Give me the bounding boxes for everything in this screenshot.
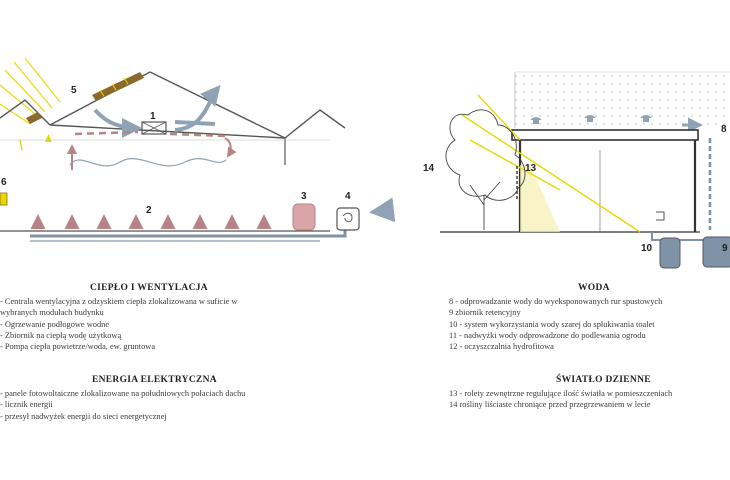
label-3: 3 xyxy=(301,191,307,202)
energy-item-1: - panele fotowoltaiczne zlokalizowane na… xyxy=(0,389,246,398)
walls xyxy=(0,138,330,232)
roof xyxy=(0,71,346,139)
light-item-13: 13 - rolety zewnętrzne regulujące ilość … xyxy=(449,389,673,398)
label-14: 14 xyxy=(423,163,435,174)
label-10: 10 xyxy=(641,243,653,254)
water-item-11: 11 - nadwyżki wody odprowadzone do podle… xyxy=(449,330,646,340)
rainwater-arrows xyxy=(530,115,652,124)
warm-air-left xyxy=(69,157,227,167)
label-5: 5 xyxy=(71,85,77,96)
heat-section-title: CIEPŁO I WENTYLACJA xyxy=(90,283,208,293)
label-13: 13 xyxy=(525,163,537,174)
facade-grid xyxy=(515,72,730,128)
label-9: 9 xyxy=(722,243,728,254)
heat-item-2: - Ogrzewanie podłogowe wodne xyxy=(0,319,110,329)
water-item-12: 12 - oczyszczalnia hydrofitowa xyxy=(449,342,554,352)
heat-item-3: - Zbiornik na ciepłą wodę użytkową xyxy=(0,330,122,340)
hot-water-tank xyxy=(292,203,316,231)
greywater-tank xyxy=(659,237,681,269)
pv-panels xyxy=(26,72,144,124)
sun-rays xyxy=(0,57,61,125)
retention-tank xyxy=(702,236,730,268)
heat-item-1: - Centrala wentylacyjna z odzyskiem ciep… xyxy=(0,297,238,306)
deciduous-tree xyxy=(445,109,526,230)
heat-item-4: - Pompa ciepła powietrze/woda, ew. grunt… xyxy=(0,342,156,352)
label-1: 1 xyxy=(150,111,156,122)
warm-air-right-down xyxy=(224,137,237,158)
water-item-9: 9 zbiornik retencyjny xyxy=(449,308,521,318)
right-building-section xyxy=(440,71,730,269)
water-item-10: 10 - system wykorzystania wody szarej do… xyxy=(449,319,655,329)
sun-marker xyxy=(45,134,52,142)
air-outflow-arrow xyxy=(174,84,221,132)
label-4: 4 xyxy=(345,191,351,202)
daylight-rays xyxy=(461,94,641,233)
light-legend: 13 - rolety zewnętrzne regulujące ilość … xyxy=(449,388,672,411)
light-item-14: 14 rośliny liściaste chroniące przed prz… xyxy=(449,400,651,410)
heat-pump-arrow xyxy=(369,197,396,223)
energy-meter xyxy=(0,192,8,206)
water-item-8: 8 - odprowadzanie wody do wyeksponowanyc… xyxy=(449,297,663,306)
energy-item-2: - licznik energii xyxy=(0,400,53,410)
ventilation-unit xyxy=(141,121,167,135)
water-legend: 8 - odprowadzanie wody do wyeksponowanyc… xyxy=(449,296,662,352)
air-inflow-arrow xyxy=(93,108,142,138)
ducts xyxy=(74,130,226,138)
floor-heating-arrows xyxy=(30,214,272,229)
energy-legend: - panele fotowoltaiczne zlokalizowane na… xyxy=(0,388,245,422)
heat-legend: - Centrala wentylacyjna z odzyskiem ciep… xyxy=(0,296,237,352)
energy-item-3: - przesył nadwyżek energii do sieci ener… xyxy=(0,411,167,421)
energy-section-title: ENERGIA ELEKTRYCZNA xyxy=(92,375,217,385)
label-6: 6 xyxy=(1,177,7,188)
daylight-area xyxy=(520,165,560,232)
light-section-title: ŚWIATŁO DZIENNE xyxy=(556,375,651,385)
heat-pump xyxy=(336,207,360,231)
left-house-section xyxy=(0,57,396,242)
heat-item-1-cont: wybranych modułach budynku xyxy=(0,308,104,318)
label-2: 2 xyxy=(146,205,152,216)
label-8: 8 xyxy=(721,124,727,135)
water-section-title: WODA xyxy=(578,283,610,293)
heating-pipe xyxy=(30,228,347,238)
